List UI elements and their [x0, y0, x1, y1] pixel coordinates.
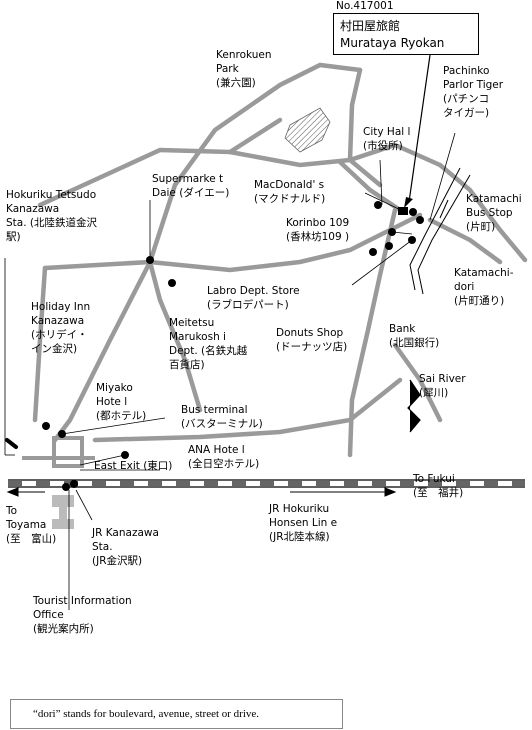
- road-top: [172, 62, 363, 188]
- leader-lines: [4, 132, 456, 610]
- label-macdonalds: MacDonald' s(マクドナルド): [254, 179, 326, 205]
- ryokan-name-en: Murataya Ryokan: [340, 36, 445, 50]
- dot-donuts: [408, 236, 416, 244]
- dot-tourist-info: [62, 483, 70, 491]
- station-building: [52, 495, 74, 529]
- dot-miyako: [58, 430, 66, 438]
- dot-east-exit: [121, 451, 129, 459]
- ryokan-number: No.417001: [336, 0, 394, 12]
- label-bus-terminal: Bus terminal(バスターミナル): [181, 404, 263, 430]
- road-holiday-inn: [32, 265, 48, 423]
- black-road-mark: [5, 438, 18, 449]
- ryokan-arrow-head: [404, 197, 413, 208]
- label-city-hall: City Hal l(市役所): [363, 126, 411, 152]
- ryokan-name-jp: 村田屋旅館: [340, 19, 401, 33]
- ryokan-name-box: 村田屋旅館 Murataya Ryokan: [333, 13, 479, 55]
- label-bank: Bank(北国銀行): [389, 323, 440, 349]
- kenrokuen-park-area: [284, 107, 331, 153]
- dot-labro-1: [369, 248, 377, 256]
- dot-labro-2: [385, 242, 393, 250]
- katamachi-parallel-lines: [409, 167, 471, 295]
- sai-river-hatch: [407, 379, 421, 433]
- railway: [8, 479, 525, 488]
- label-katamachi-dori: Katamachi-dori(片町通り): [454, 267, 514, 307]
- road-northwest: [37, 117, 283, 208]
- label-ana-hotel: ANA Hote l(全日空ホテル): [188, 444, 260, 470]
- road-meitetsu-diag: [52, 182, 178, 443]
- road-city-hall: [337, 159, 403, 213]
- label-east-exit: East Exit (東口): [94, 460, 173, 472]
- dot-jr-kanazawa: [70, 480, 78, 488]
- road-central-west: [42, 212, 423, 273]
- label-to-fukui: To Fukui(至 福井): [413, 473, 464, 499]
- railway-arrows: [6, 487, 397, 497]
- landmark-dots: [42, 201, 424, 491]
- label-donuts-shop: Donuts Shop(ドーナッツ店): [276, 327, 348, 353]
- station-area: [22, 436, 95, 468]
- dot-macdonalds: [409, 208, 417, 216]
- ryokan-leader: [408, 54, 431, 203]
- label-korinbo-109: Korinbo 109(香林坊109 ): [286, 217, 350, 243]
- road-east-2: [427, 217, 503, 265]
- dot-pachinko: [416, 216, 424, 224]
- dot-city-hall: [374, 201, 382, 209]
- road-kenrokuen: [347, 67, 383, 188]
- dot-meitetsu: [168, 279, 176, 287]
- road-top-connector: [227, 142, 443, 168]
- dot-daie: [146, 256, 154, 264]
- road-sai-river: [392, 342, 443, 423]
- dot-korinbo: [388, 228, 396, 236]
- dori-note: “dori” stands for boulevard, avenue, str…: [10, 699, 343, 729]
- road-bus: [92, 377, 403, 443]
- road-miyako-diag: [147, 259, 203, 413]
- label-labro-dept-store: Labro Dept. Store(ラブロデパート): [207, 285, 300, 311]
- dot-holiday-inn: [42, 422, 50, 430]
- label-sai-river: Sai River(犀川): [419, 373, 466, 399]
